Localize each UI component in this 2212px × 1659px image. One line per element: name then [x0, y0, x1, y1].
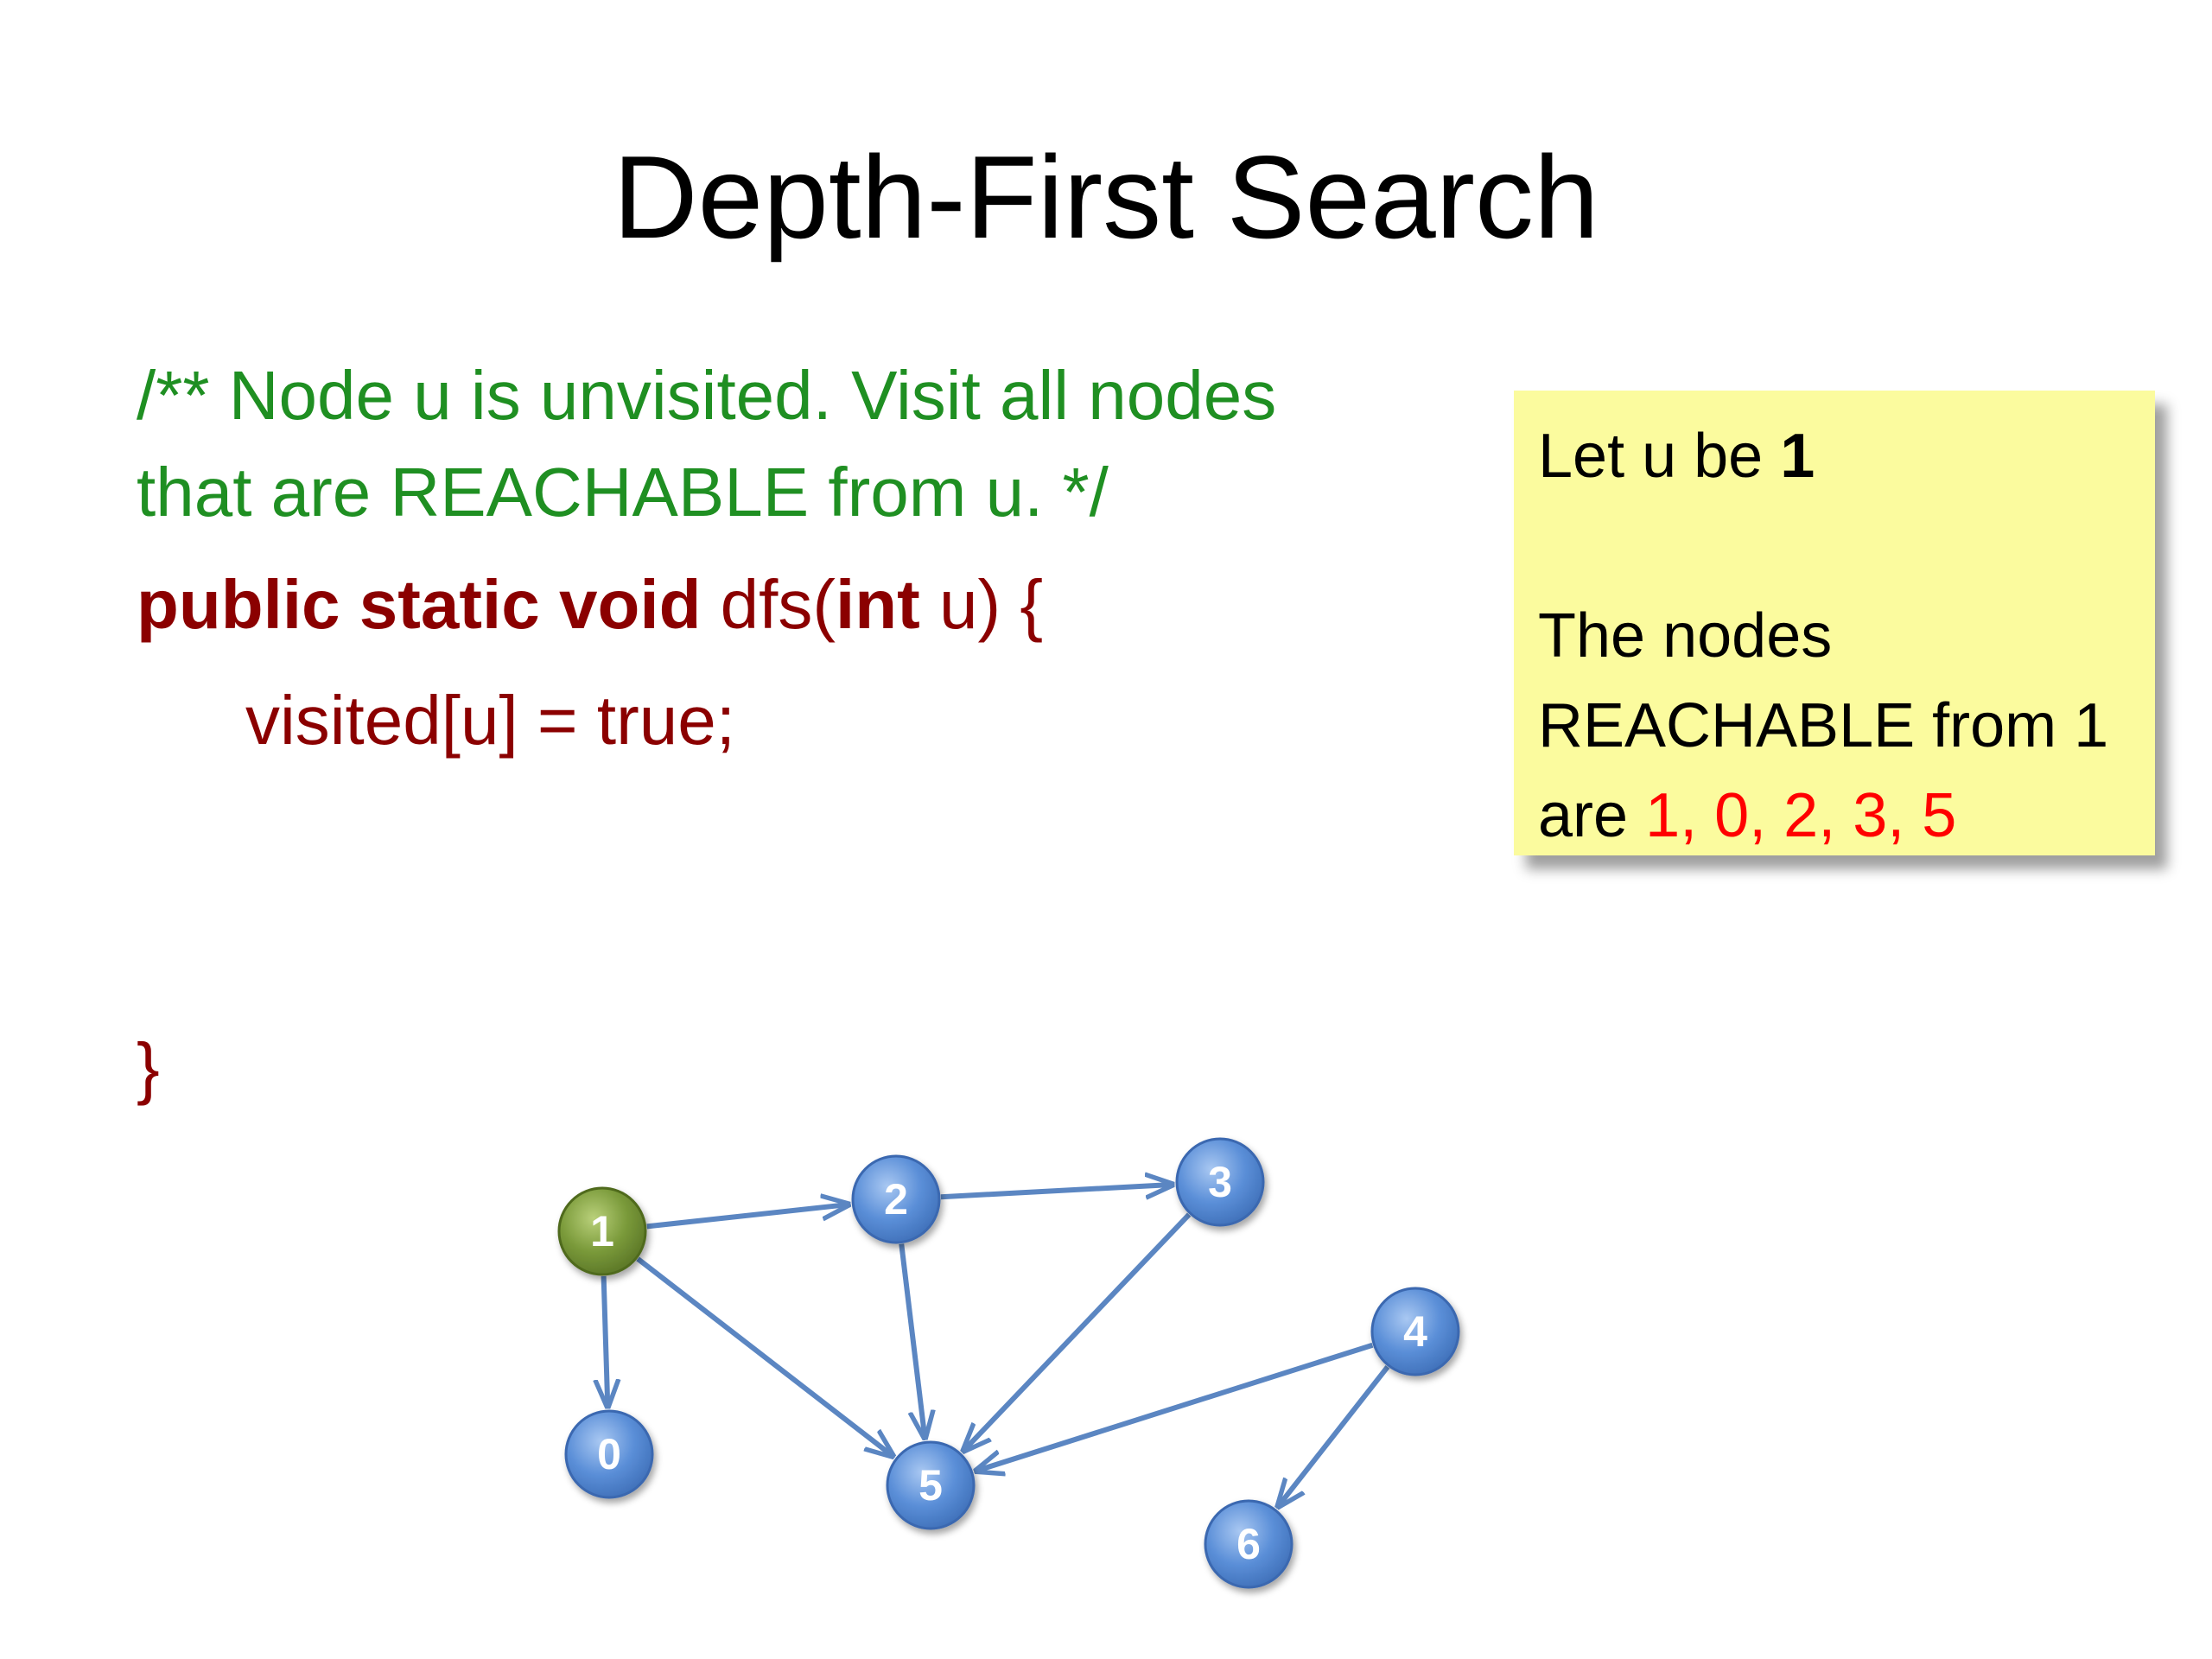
code-keyword-int: int	[836, 566, 920, 643]
node-2-circle	[851, 1154, 941, 1244]
note-line-4: REACHABLE from 1	[1538, 691, 2109, 760]
graph-nodes: 1 2 3 4 0 5 6	[557, 1137, 1460, 1589]
node-3-label: 3	[1208, 1158, 1232, 1206]
node-0-label: 0	[597, 1430, 621, 1478]
node-0: 0	[564, 1409, 654, 1499]
code-method-name: dfs(	[701, 566, 836, 643]
code-comment-line-1: /** Node u is unvisited. Visit all nodes	[137, 357, 1277, 434]
node-0-circle	[564, 1409, 654, 1499]
code-param: u) {	[919, 566, 1044, 643]
node-5-label: 5	[918, 1461, 943, 1510]
edge-3-to-5	[964, 1212, 1192, 1451]
node-4-label: 4	[1403, 1307, 1427, 1356]
node-4: 4	[1370, 1287, 1460, 1376]
note-start-node: 1	[1780, 422, 1815, 491]
note-line-5: are 1, 0, 2, 3, 5	[1538, 771, 2131, 861]
edge-1-to-5	[636, 1256, 893, 1456]
sticky-note: Let u be 1 The nodes REACHABLE from 1 ar…	[1514, 391, 2155, 855]
code-signature: public static void dfs(int u) {	[137, 570, 1043, 639]
node-3-circle	[1175, 1137, 1265, 1227]
node-6: 6	[1204, 1499, 1294, 1589]
note-line-5-prefix: are	[1538, 781, 1646, 850]
note-line-1-prefix: Let u be	[1538, 422, 1781, 491]
code-body-line: visited[u] = true;	[245, 682, 735, 759]
node-1-label: 1	[590, 1207, 614, 1255]
slide-title: Depth-First Search	[613, 131, 1599, 263]
edge-4-to-6	[1279, 1365, 1390, 1506]
node-2: 2	[851, 1154, 941, 1244]
node-6-circle	[1204, 1499, 1294, 1589]
node-4-circle	[1370, 1287, 1460, 1376]
edge-2-to-3	[940, 1185, 1172, 1197]
code-keywords-modifiers: public static void	[137, 566, 702, 643]
note-line-1: Let u be 1	[1538, 411, 2131, 501]
edge-4-to-5	[976, 1342, 1374, 1471]
edge-2-to-5	[899, 1243, 925, 1438]
note-reachable-list: 1, 0, 2, 3, 5	[1645, 781, 1957, 850]
edge-1-to-2	[646, 1205, 849, 1230]
node-2-label: 2	[884, 1175, 908, 1224]
code-comment-line-2: that are REACHABLE from u. */	[137, 454, 1109, 531]
node-6-label: 6	[1236, 1520, 1261, 1568]
node-1-circle	[557, 1186, 647, 1276]
graph-edges	[604, 1185, 1390, 1506]
note-line-3: The nodes	[1538, 601, 1833, 671]
node-5: 5	[886, 1440, 976, 1530]
node-3: 3	[1175, 1137, 1265, 1227]
edge-1-to-0	[604, 1275, 608, 1406]
node-5-circle	[886, 1440, 976, 1530]
node-1: 1	[557, 1186, 647, 1276]
code-closing-brace: }	[137, 1029, 160, 1106]
